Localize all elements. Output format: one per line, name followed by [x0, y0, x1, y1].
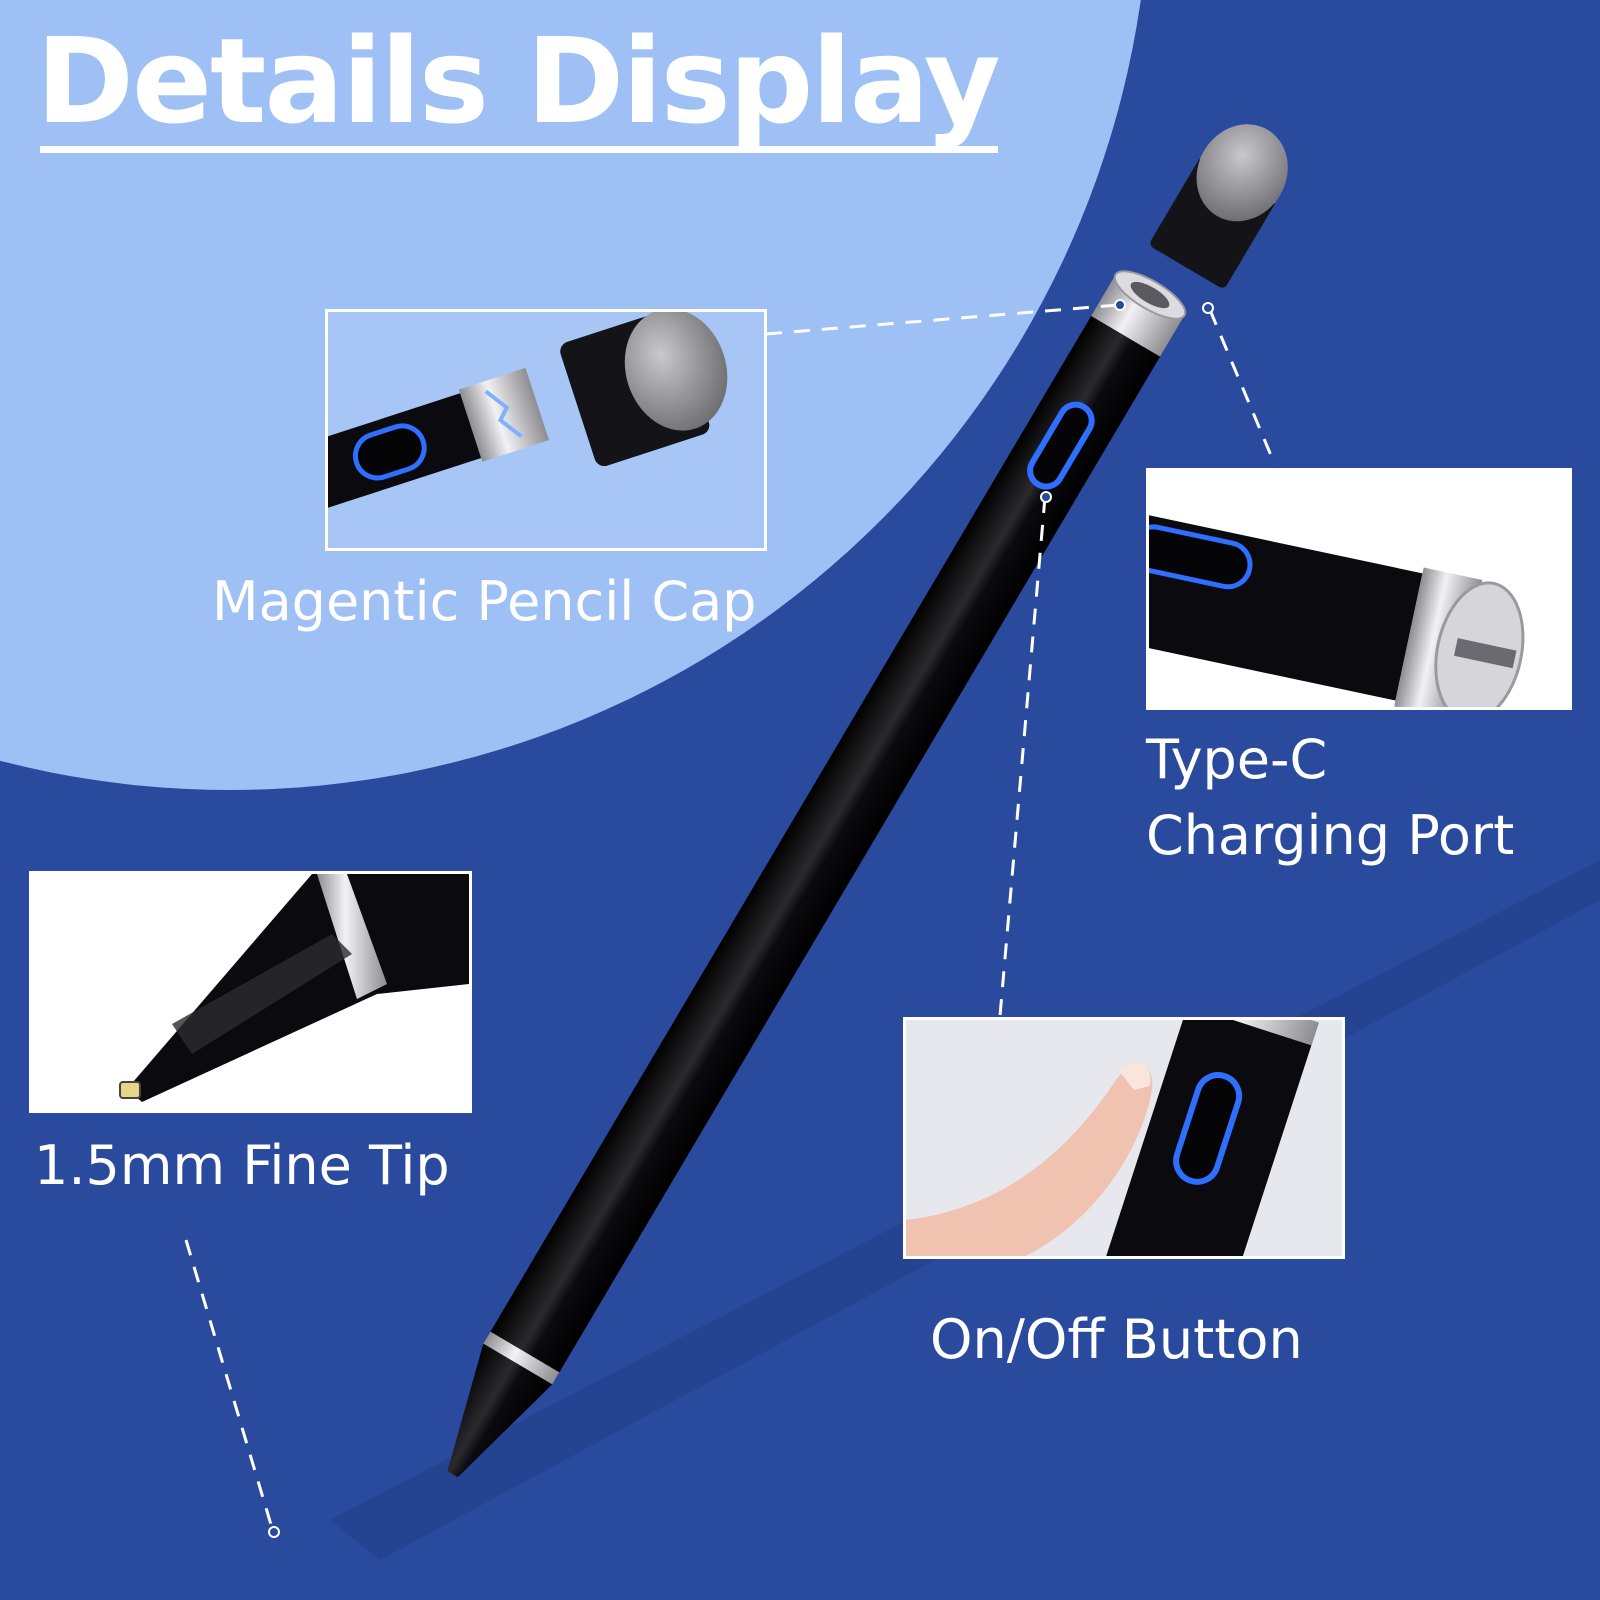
page-title: Details Display — [36, 12, 1001, 150]
cap-label: Magentic Pencil Cap — [212, 570, 757, 633]
title-underline — [40, 146, 998, 153]
stylus-pen — [447, 270, 1187, 1478]
port-label-line1: Type-C — [1146, 728, 1328, 791]
cap-callout-box — [325, 309, 767, 551]
pen-power-button — [1027, 401, 1095, 490]
port-callout-box — [1146, 468, 1572, 710]
button-label: On/Off Button — [930, 1308, 1303, 1371]
tip-callout-box — [29, 871, 472, 1113]
floating-mesh-cap — [1150, 124, 1288, 288]
tip-label: 1.5mm Fine Tip — [34, 1134, 450, 1197]
button-callout-box — [903, 1017, 1345, 1259]
port-label-line2: Charging Port — [1146, 804, 1515, 867]
